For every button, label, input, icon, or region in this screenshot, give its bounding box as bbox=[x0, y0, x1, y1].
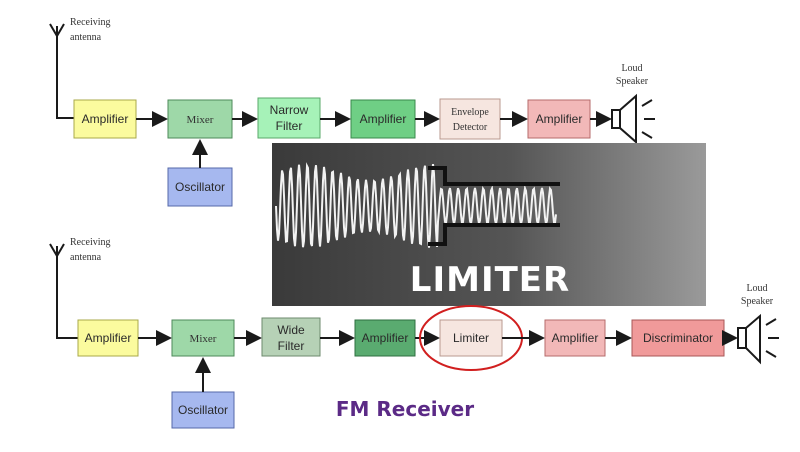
bottom-wide-filter-label-2: Filter bbox=[278, 339, 305, 353]
antenna-icon bbox=[49, 243, 65, 258]
bottom-limiter-label: Limiter bbox=[453, 331, 489, 345]
top-amplifier-2-label: Amplifier bbox=[360, 112, 407, 126]
limiter-lower-clip-line bbox=[428, 223, 560, 246]
bottom-wide-filter-label-1: Wide bbox=[277, 323, 305, 337]
top-antenna-label-2: antenna bbox=[70, 32, 102, 43]
limiter-upper-clip-line bbox=[428, 166, 560, 186]
top-mixer-label: Mixer bbox=[187, 114, 214, 126]
top-antenna-label-1: Receiving bbox=[70, 17, 111, 28]
bottom-mixer-label: Mixer bbox=[190, 333, 217, 345]
top-antenna bbox=[49, 23, 75, 119]
diagram-caption: FM Receiver bbox=[336, 397, 474, 421]
limiter-waveform-trace bbox=[275, 162, 557, 248]
top-amplifier-3-block bbox=[527, 99, 591, 139]
top-amplifier-3-label: Amplifier bbox=[536, 112, 583, 126]
top-envelope-detector-block bbox=[439, 98, 501, 140]
bottom-amplifier-1-label: Amplifier bbox=[85, 331, 132, 345]
top-amplifier-1-label: Amplifier bbox=[82, 112, 129, 126]
top-mixer-block bbox=[167, 99, 233, 139]
bottom-mixer-block bbox=[171, 319, 235, 357]
bottom-oscillator-label: Oscillator bbox=[178, 403, 228, 417]
bottom-discriminator-block bbox=[631, 319, 725, 357]
bottom-antenna-label-1: Receiving bbox=[70, 237, 111, 248]
bottom-amplifier-3-label: Amplifier bbox=[552, 331, 599, 345]
top-speaker-icon bbox=[611, 93, 655, 145]
top-envelope-label-1: Envelope bbox=[451, 107, 489, 118]
limiter-overlay: LIMITER bbox=[272, 143, 706, 306]
limiter-overlay-title: LIMITER bbox=[410, 260, 570, 300]
top-speaker-label-1: Loud bbox=[621, 63, 642, 74]
bottom-speaker-label-1: Loud bbox=[746, 283, 767, 294]
top-narrow-filter-block bbox=[257, 97, 321, 139]
bottom-speaker-icon bbox=[737, 313, 779, 365]
top-speaker-label-2: Speaker bbox=[616, 76, 649, 87]
bottom-amplifier-3-block bbox=[544, 319, 606, 357]
bottom-amplifier-2-label: Amplifier bbox=[362, 331, 409, 345]
top-narrow-filter-label-1: Narrow bbox=[270, 103, 309, 117]
top-amplifier-1-block bbox=[73, 99, 137, 139]
bottom-antenna bbox=[49, 243, 78, 339]
bottom-amplifier-2-block bbox=[354, 319, 416, 357]
limiter-waveform bbox=[275, 162, 557, 248]
bottom-antenna-label-2: antenna bbox=[70, 252, 102, 263]
top-narrow-filter-label-2: Filter bbox=[276, 119, 303, 133]
antenna-icon bbox=[49, 23, 65, 38]
bottom-discriminator-label: Discriminator bbox=[643, 331, 713, 345]
bottom-speaker-label-2: Speaker bbox=[741, 296, 774, 307]
top-oscillator-block bbox=[167, 167, 233, 207]
top-oscillator-label: Oscillator bbox=[175, 180, 225, 194]
top-envelope-label-2: Detector bbox=[453, 122, 488, 133]
